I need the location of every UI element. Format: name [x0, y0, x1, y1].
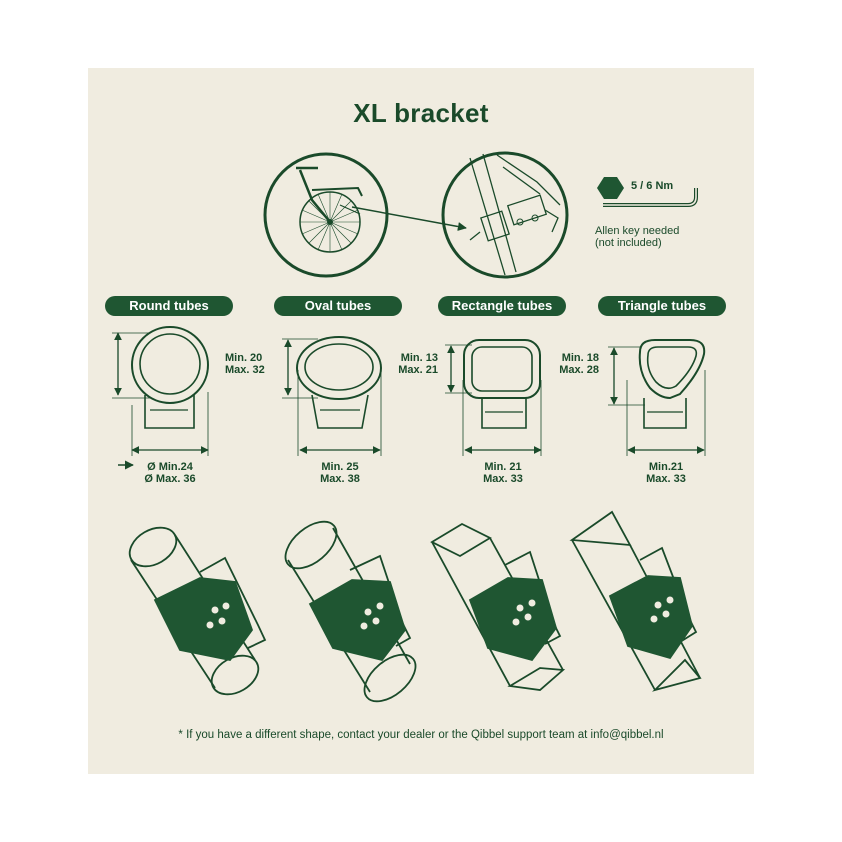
page-title: XL bracket	[353, 98, 489, 128]
round-profile	[112, 326, 209, 470]
allen-key-line2: (not included)	[595, 237, 662, 249]
round-width-max: Ø Max. 36	[144, 473, 196, 485]
triangle-height-range: Min. 18 Max. 28	[541, 352, 599, 376]
triangle-width-min: Min.21	[648, 461, 684, 473]
rectangle-width-range: Min. 21 Max. 33	[453, 461, 553, 485]
round-width-min: Ø Min.24	[147, 461, 193, 473]
torque-label: 5 / 6 Nm	[631, 180, 674, 192]
oval-mount	[284, 520, 417, 703]
instruction-card	[88, 68, 754, 774]
pill-oval-tubes: Oval tubes	[274, 296, 402, 316]
pill-triangle-tubes: Triangle tubes	[598, 296, 726, 316]
rectangle-width-max: Max. 33	[483, 473, 523, 485]
allen-key-line1: Allen key needed	[595, 225, 680, 237]
triangle-height-min: Min. 18	[561, 352, 599, 364]
rectangle-mount	[430, 522, 566, 691]
rectangle-height-min: Min. 13	[400, 352, 438, 364]
rectangle-height-range: Min. 13 Max. 21	[380, 352, 438, 376]
support-footnote: * If you have a different shape, contact…	[178, 729, 664, 741]
rectangle-profile	[445, 339, 542, 456]
triangle-mount	[569, 510, 702, 692]
rectangle-height-max: Max. 21	[398, 364, 438, 376]
oval-width-max: Max. 38	[320, 473, 360, 485]
triangle-width-max: Max. 33	[646, 473, 686, 485]
triangle-height-max: Max. 28	[559, 364, 599, 376]
triangle-width-range: Min.21 Max. 33	[616, 461, 716, 485]
detail-pointer	[351, 206, 467, 231]
rectangle-width-min: Min. 21	[484, 461, 522, 473]
round-height-max: Max. 32	[225, 364, 265, 376]
allen-key-icon	[597, 177, 698, 207]
round-height-min: Min. 20	[225, 352, 263, 364]
pill-rectangle-tubes: Rectangle tubes	[438, 296, 566, 316]
oval-width-min: Min. 25	[321, 461, 359, 473]
bicycle-overview	[263, 152, 389, 278]
oval-width-range: Min. 25 Max. 38	[290, 461, 390, 485]
pill-round-tubes: Round tubes	[105, 296, 233, 316]
round-width-range: Ø Min.24 Ø Max. 36	[120, 461, 220, 485]
round-height-range: Min. 20 Max. 32	[225, 352, 265, 376]
bracket-detail	[441, 151, 569, 279]
allen-key-note: Allen key needed (not included)	[595, 225, 679, 249]
triangle-profile	[608, 339, 706, 456]
round-mount	[128, 526, 267, 696]
oval-profile	[282, 336, 382, 456]
